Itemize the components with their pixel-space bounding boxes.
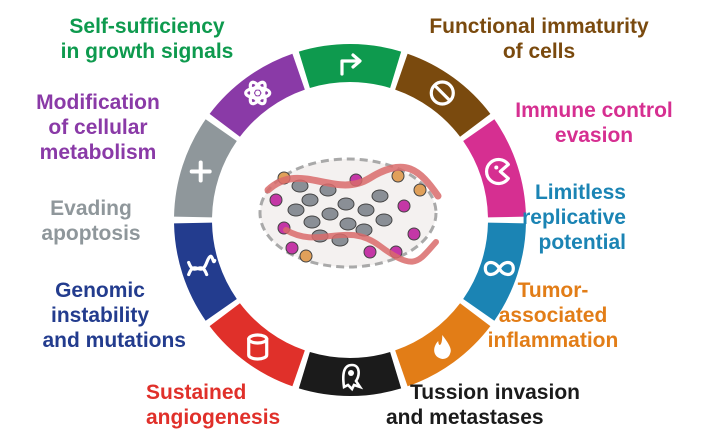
tumor-cell — [371, 189, 389, 203]
tumor-cell — [375, 213, 393, 227]
label-replicative-line3: potential — [538, 231, 627, 254]
tumor-cell — [287, 203, 305, 217]
label-angiogenesis: Sustained angiogenesis — [146, 380, 326, 430]
label-immune: Immune control evasion — [494, 98, 694, 148]
label-immaturity-line1: Functional immaturity — [429, 15, 649, 38]
label-inflammation: Tumor- associated inflammation — [468, 278, 638, 353]
segment-apoptosis — [174, 119, 237, 218]
dna-icon — [187, 254, 217, 277]
plus-icon — [189, 160, 212, 183]
label-replicative: Limitless replicative potential — [500, 180, 626, 255]
tumor-cell — [397, 199, 411, 213]
blood-vessel-2 — [283, 227, 439, 265]
label-immaturity-line2: of cells — [502, 40, 576, 63]
label-metabolism-line1: Modification — [36, 91, 160, 114]
blood-vessel — [264, 163, 442, 200]
segment-replicative — [463, 222, 526, 321]
label-growth-line1: Self-sufficiency — [69, 15, 225, 38]
flame-icon — [434, 335, 451, 360]
label-angiogenesis-line2: angiogenesis — [146, 406, 281, 429]
label-invasion-line1: Tussion invasion — [410, 381, 580, 404]
tumor-cell — [299, 249, 313, 263]
label-apoptosis: Evading apoptosis — [30, 196, 152, 246]
label-genomic-line3: and mutations — [42, 329, 186, 352]
tumor-cell — [363, 245, 377, 259]
tumor-cell — [303, 215, 321, 229]
wheel-segments — [174, 43, 526, 397]
migrating-cell-icon — [341, 363, 364, 392]
label-replicative-line2: replicative — [522, 206, 626, 229]
label-inflammation-line2: associated — [498, 304, 608, 327]
label-replicative-line1: Limitless — [534, 181, 626, 204]
atom-icon — [244, 80, 272, 106]
label-angiogenesis-line1: Sustained — [146, 381, 247, 404]
label-genomic-line2: instability — [50, 304, 150, 327]
label-genomic: Genomic instability and mutations — [14, 278, 186, 353]
label-metabolism-line3: metabolism — [39, 141, 157, 164]
label-immaturity: Functional immaturity of cells — [404, 14, 674, 64]
segment-growth — [298, 43, 402, 88]
label-inflammation-line3: inflammation — [487, 329, 619, 352]
label-invasion: Tussion invasion and metastases — [386, 380, 626, 430]
tumor-cell — [321, 207, 339, 221]
prohibited-icon — [429, 80, 455, 106]
infinity-icon — [483, 260, 515, 277]
label-apoptosis-line2: apoptosis — [41, 222, 141, 245]
tumor-cell — [337, 197, 355, 211]
tumor-cell — [413, 183, 427, 197]
tumor-cell — [285, 241, 299, 255]
tumor-cell — [269, 193, 283, 207]
pacman-cell-icon — [485, 157, 510, 186]
tumor-cell — [357, 203, 375, 217]
arrow-up-right-icon — [340, 53, 362, 76]
tumor-cell — [339, 217, 357, 231]
label-apoptosis-line1: Evading — [50, 197, 132, 220]
tumor-cell — [301, 193, 319, 207]
tumor-cell — [391, 169, 405, 183]
label-genomic-line1: Genomic — [55, 279, 145, 302]
label-metabolism: Modification of cellular metabolism — [18, 90, 178, 165]
label-inflammation-line1: Tumor- — [517, 279, 589, 302]
label-metabolism-line2: of cellular — [48, 116, 148, 139]
label-growth: Self-sufficiency in growth signals — [12, 14, 282, 64]
tumor-illustration — [258, 157, 442, 269]
label-immune-line1: Immune control — [515, 99, 673, 122]
label-immune-line2: evasion — [554, 124, 634, 147]
segment-angiogenesis — [209, 303, 305, 387]
vessel-icon — [247, 333, 269, 361]
label-growth-line2: in growth signals — [60, 40, 234, 63]
label-invasion-line2: and metastases — [386, 406, 544, 429]
tumor-cell — [407, 227, 421, 241]
